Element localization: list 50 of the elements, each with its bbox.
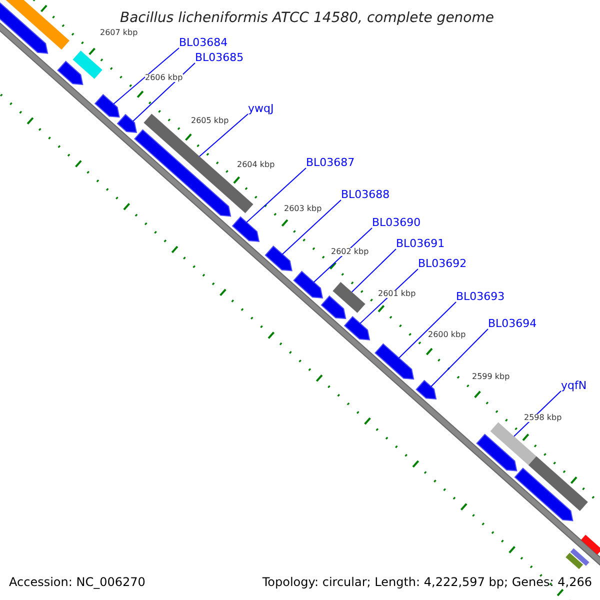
gene-label: BL03684 bbox=[179, 37, 228, 48]
scale-label: 2600 kbp bbox=[428, 331, 466, 339]
gene-block bbox=[416, 380, 437, 400]
leader-line bbox=[430, 328, 488, 388]
leader-line bbox=[360, 268, 418, 324]
gene-label: BL03691 bbox=[396, 238, 445, 249]
gene-label: BL03685 bbox=[195, 52, 244, 63]
gene-block bbox=[57, 60, 84, 86]
scale-label: 2603 kbp bbox=[284, 205, 322, 213]
leader-line bbox=[313, 228, 372, 283]
gene-block bbox=[374, 343, 414, 380]
leader-line bbox=[282, 200, 342, 255]
gene-label: BL03690 bbox=[372, 217, 421, 228]
gene-label: BL03687 bbox=[306, 157, 355, 168]
gene-block bbox=[264, 246, 292, 272]
gene-block bbox=[570, 548, 590, 566]
scale-label: 2604 kbp bbox=[237, 161, 275, 169]
gene-block bbox=[514, 468, 574, 522]
leader-line bbox=[198, 114, 248, 157]
leader-line bbox=[246, 168, 306, 223]
leader-line bbox=[113, 48, 180, 104]
gene-block bbox=[232, 216, 260, 242]
accession-text: Accession: NC_006270 bbox=[9, 576, 146, 588]
scale-label: 2607 kbp bbox=[100, 29, 138, 37]
leader-line bbox=[132, 62, 196, 122]
gene-block bbox=[320, 295, 346, 320]
scale-label: 2605 kbp bbox=[191, 117, 229, 125]
gene-label: yqfN bbox=[561, 380, 587, 391]
leader-line bbox=[398, 302, 456, 359]
gene-block bbox=[0, 0, 48, 54]
genome-info-text: Topology: circular; Length: 4,222,597 bp; Genes: 4,266 bbox=[262, 576, 592, 588]
gene-label: BL03688 bbox=[341, 189, 390, 200]
gene-block bbox=[134, 129, 232, 217]
gene-label: BL03694 bbox=[488, 318, 537, 329]
scale-label: 2601 kbp bbox=[378, 290, 416, 298]
scale-label: 2599 kbp bbox=[472, 373, 510, 381]
gene-block bbox=[94, 94, 120, 118]
scale-label: 2606 kbp bbox=[145, 74, 183, 82]
gene-block bbox=[580, 534, 600, 555]
gene-block bbox=[476, 434, 518, 472]
gene-block bbox=[293, 270, 324, 298]
gene-label: ywqJ bbox=[248, 103, 274, 114]
title: Bacillus licheniformis ATCC 14580, complete genome bbox=[119, 11, 495, 25]
gene-block bbox=[116, 114, 138, 133]
leader-line bbox=[351, 248, 396, 293]
scale-label: 2598 kbp bbox=[524, 414, 562, 422]
scale-label: 2602 kbp bbox=[331, 248, 369, 256]
gene-label: BL03692 bbox=[418, 258, 467, 269]
gene-block bbox=[344, 316, 370, 340]
gene-label: BL03693 bbox=[456, 291, 505, 302]
